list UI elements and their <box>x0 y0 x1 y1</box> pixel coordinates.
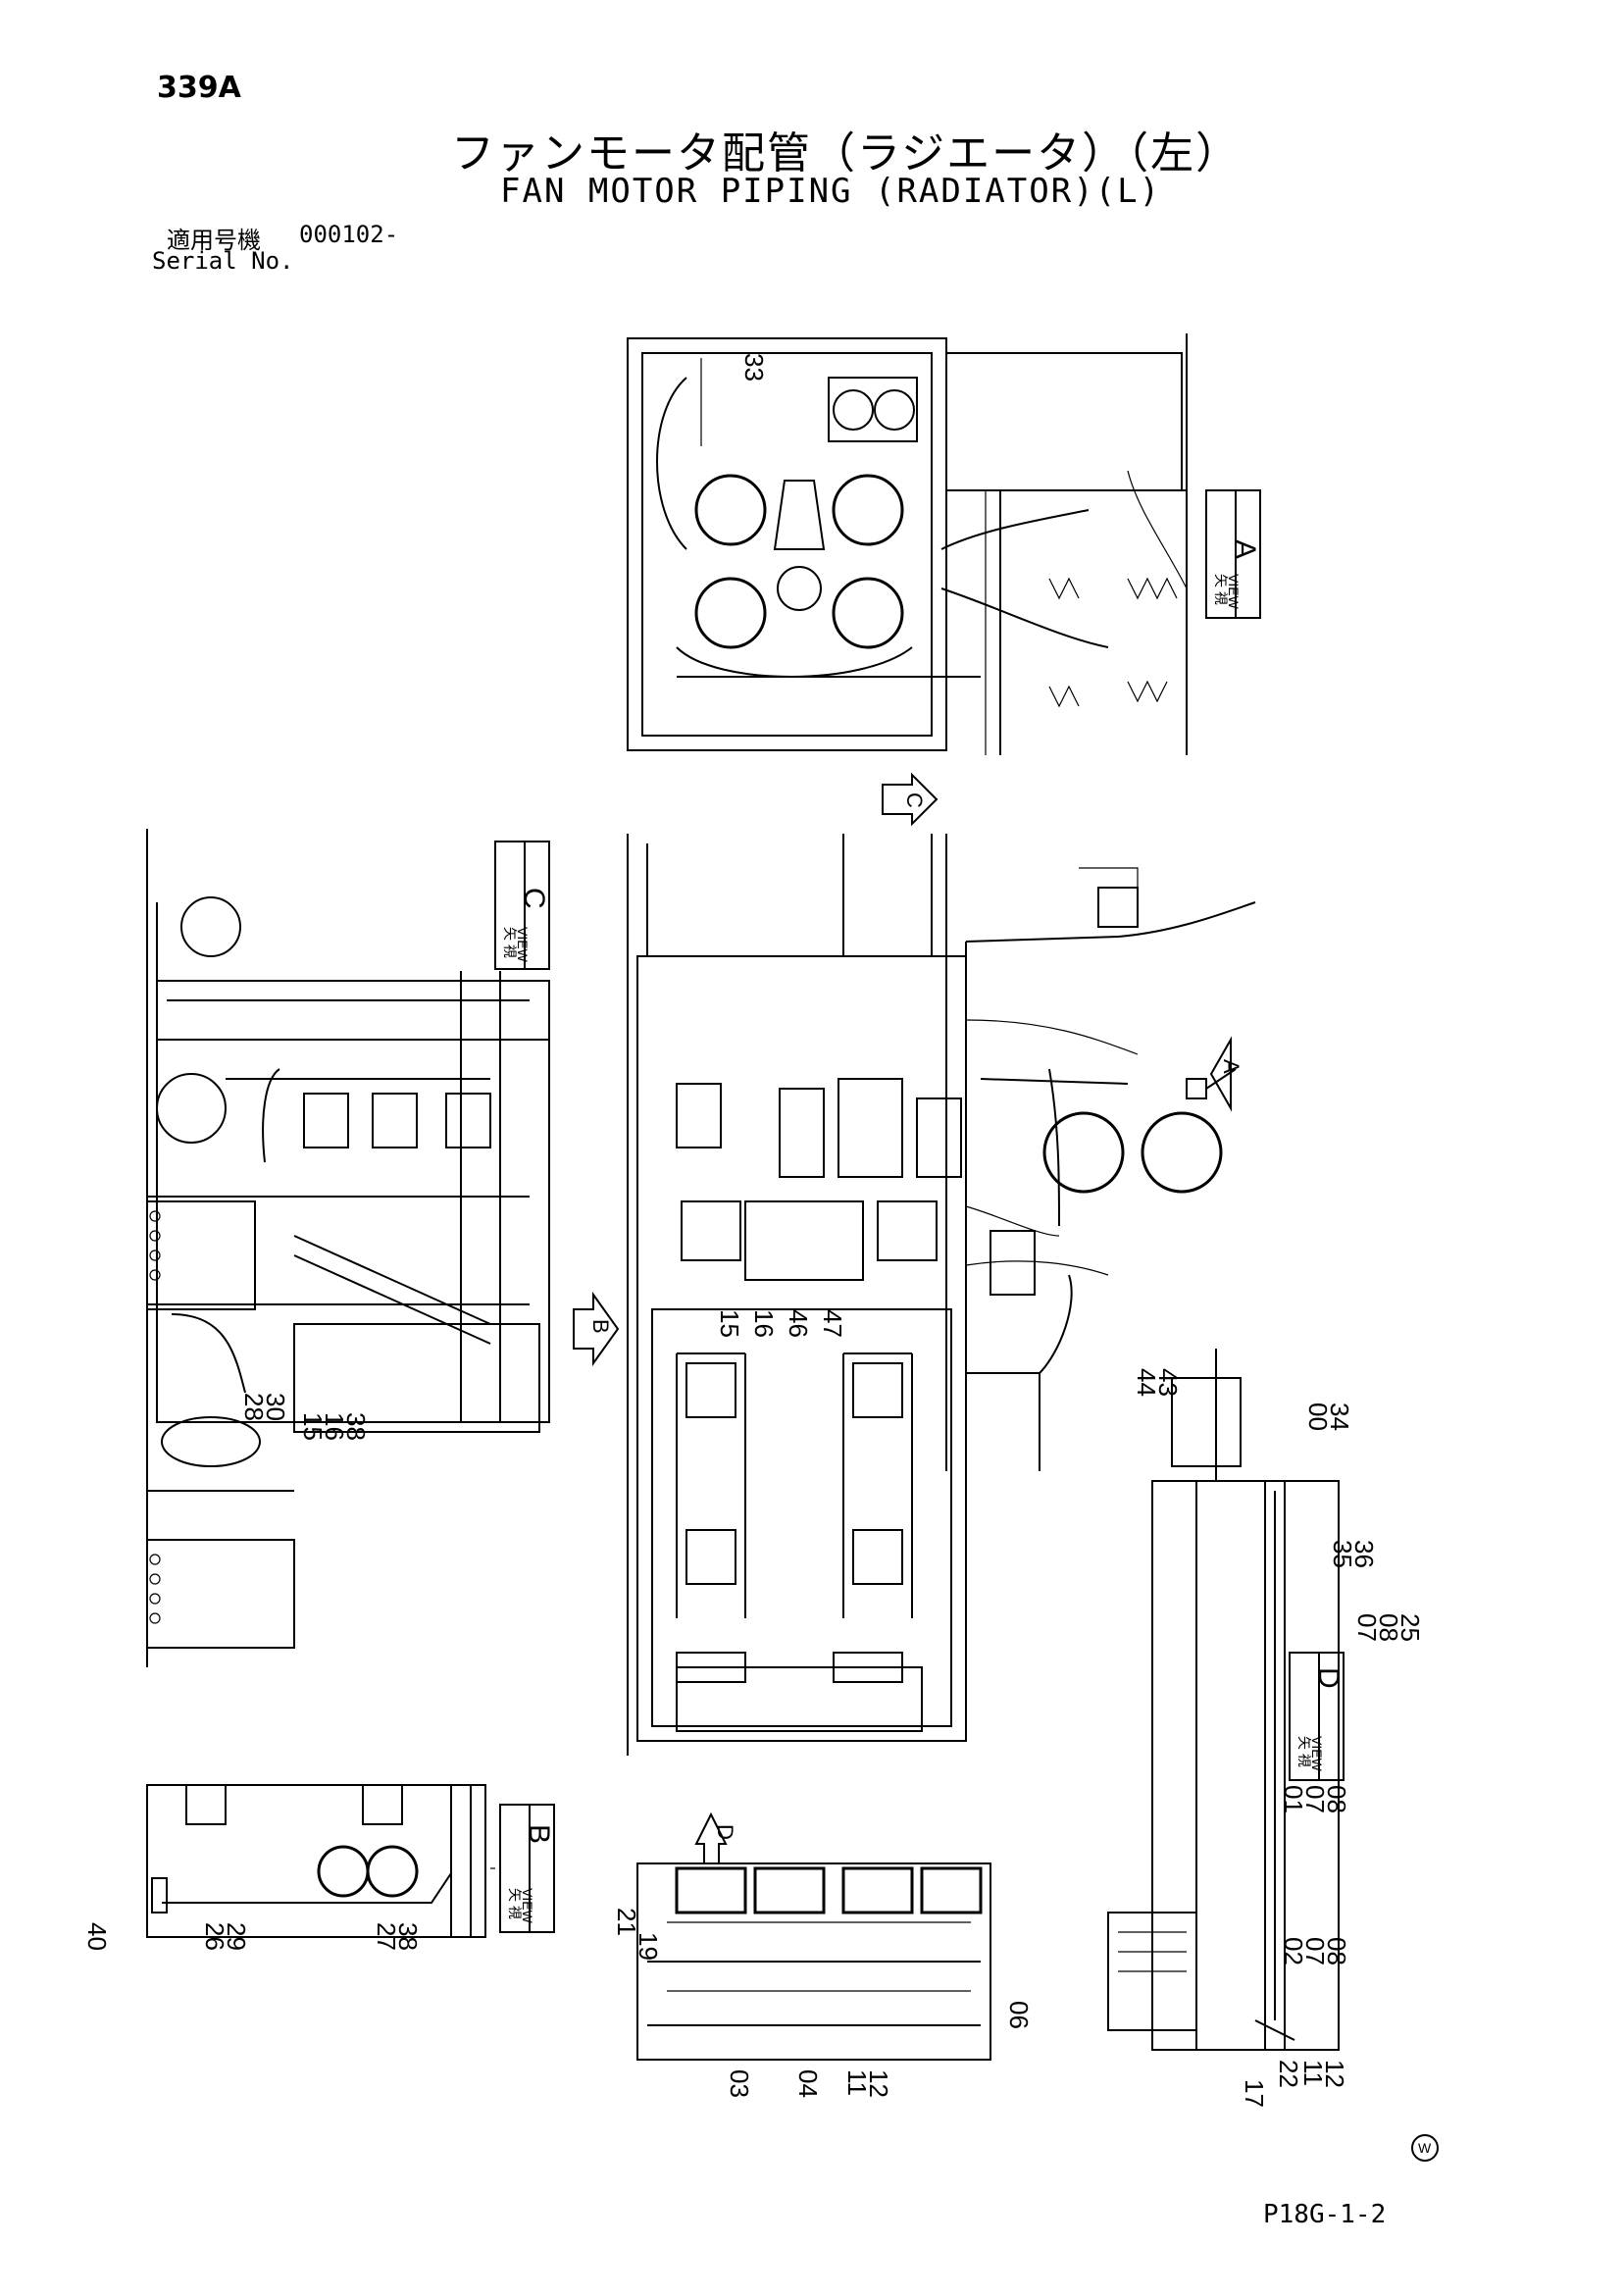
label-34: 34 <box>1325 1403 1354 1431</box>
label-07-a: 07 <box>1352 1613 1382 1642</box>
label-07-b: 07 <box>1300 1785 1330 1813</box>
svg-text:B: B <box>588 1319 613 1334</box>
label-12-d: 12 <box>1320 2060 1349 2088</box>
label-36: 36 <box>1349 1540 1379 1568</box>
label-02: 02 <box>1279 1937 1308 1965</box>
serial-number: 000102- <box>299 221 399 248</box>
title-english: FAN MOTOR PIPING (RADIATOR)(L) <box>500 172 1162 211</box>
label-28: 28 <box>239 1393 269 1421</box>
svg-text:W: W <box>1418 2140 1432 2156</box>
label-26: 26 <box>200 1922 229 1951</box>
view-arrow-a: A <box>1186 1036 1243 1112</box>
svg-text:C: C <box>902 792 927 808</box>
label-21: 21 <box>612 1908 641 1936</box>
label-06: 06 <box>1004 2001 1034 2029</box>
label-16: 16 <box>320 1412 349 1441</box>
view-arrow-d: D <box>694 1811 737 1864</box>
svg-text:B: B <box>523 1824 555 1844</box>
view-c-drawing <box>146 829 550 1667</box>
view-b-box: B 矢 視 VIEW <box>499 1804 555 1933</box>
label-15: 15 <box>298 1412 328 1441</box>
label-38: 38 <box>341 1412 371 1441</box>
label-00: 00 <box>1303 1403 1333 1431</box>
label-08-b: 08 <box>1322 1785 1351 1813</box>
label-01: 01 <box>1279 1785 1308 1813</box>
svg-text:矢 視: 矢 視 <box>1296 1736 1312 1767</box>
label-04: 04 <box>793 2069 823 2098</box>
view-a-jp: 矢 視 <box>1213 574 1229 605</box>
svg-text:矢 視: 矢 視 <box>502 927 518 958</box>
label-07-c: 07 <box>1300 1937 1330 1965</box>
serial-label-japanese: 適用号機 <box>167 227 261 254</box>
label-47: 47 <box>818 1309 847 1338</box>
label-12: 12 <box>864 2069 893 2098</box>
svg-text:VIEW: VIEW <box>1309 1736 1325 1772</box>
main-plan-drawing <box>627 834 1256 1756</box>
label-40: 40 <box>82 1922 112 1951</box>
serial-label-english: Serial No. <box>152 247 294 275</box>
label-11-d: 11 <box>1298 2060 1328 2086</box>
view-a-en: VIEW <box>1226 574 1242 610</box>
view-d-box: D 矢 視 VIEW <box>1289 1652 1345 1781</box>
label-44: 44 <box>1132 1368 1161 1397</box>
svg-text:VIEW: VIEW <box>520 1888 535 1924</box>
w-mark-icon: W <box>1411 2134 1439 2162</box>
label-33: 33 <box>739 353 769 382</box>
label-35: 35 <box>1328 1540 1357 1568</box>
label-22: 22 <box>1274 2060 1303 2088</box>
label-19: 19 <box>634 1932 663 1961</box>
label-27: 27 <box>372 1922 401 1951</box>
label-08-a: 08 <box>1374 1613 1403 1642</box>
view-a-box: A 矢 視 VIEW <box>1205 489 1261 619</box>
label-16-main: 16 <box>749 1309 779 1338</box>
label-25: 25 <box>1396 1613 1425 1642</box>
svg-text:C: C <box>518 888 550 909</box>
label-03: 03 <box>725 2069 754 2098</box>
svg-text:A: A <box>1219 1059 1243 1074</box>
svg-text:VIEW: VIEW <box>515 927 531 963</box>
label-30: 30 <box>261 1393 290 1421</box>
svg-text:D: D <box>1312 1667 1345 1689</box>
page-number: 339A <box>157 71 241 105</box>
view-c-box: C 矢 視 VIEW <box>494 841 550 970</box>
view-arrow-b: B <box>573 1291 620 1367</box>
view-d-right-drawing <box>1107 1349 1340 2051</box>
label-43: 43 <box>1153 1368 1183 1397</box>
label-11: 11 <box>842 2069 872 2096</box>
label-15-main: 15 <box>715 1309 744 1338</box>
label-17: 17 <box>1240 2079 1269 2108</box>
svg-text:D: D <box>713 1824 737 1840</box>
svg-text:矢 視: 矢 視 <box>507 1888 523 1919</box>
view-d-bottom-drawing <box>636 1862 991 2061</box>
view-a-letter: A <box>1229 539 1261 559</box>
label-46: 46 <box>784 1309 813 1338</box>
drawing-code: P18G-1-2 <box>1263 2200 1387 2229</box>
view-b-drawing <box>146 1784 495 1938</box>
label-29: 29 <box>222 1922 251 1951</box>
view-a-drawing <box>627 333 1188 755</box>
title-japanese: ファンモータ配管（ラジエータ）（左） <box>451 128 1242 179</box>
label-08-c: 08 <box>1322 1937 1351 1965</box>
label-38-b: 38 <box>393 1922 423 1951</box>
view-arrow-c: C <box>882 772 939 827</box>
